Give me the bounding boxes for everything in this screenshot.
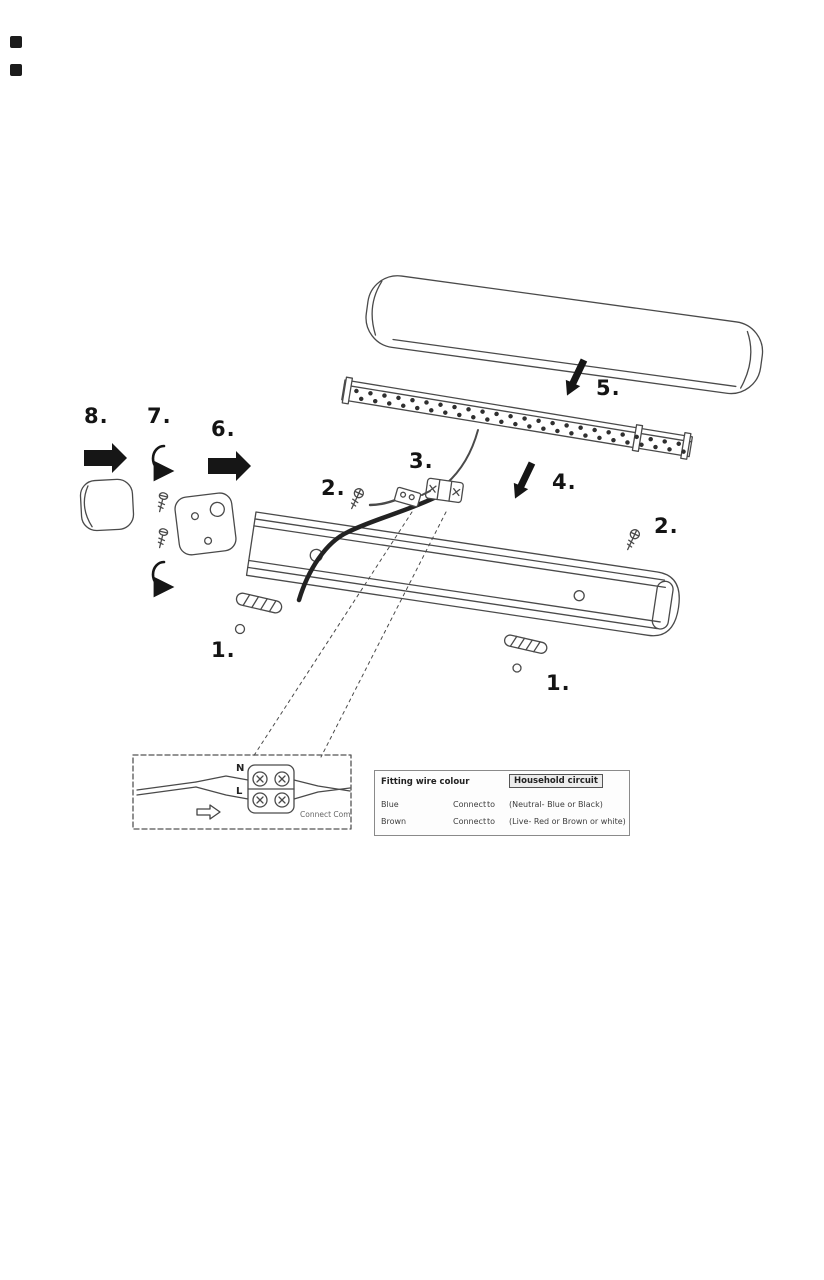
screw-hole — [573, 590, 585, 602]
scan-artifact — [10, 36, 22, 48]
screw-hole-mark — [512, 663, 522, 673]
step-label-5: 5. — [596, 376, 621, 400]
mount-plate — [174, 492, 237, 556]
arrow-step8-icon — [84, 443, 127, 473]
plug-lead — [368, 497, 400, 507]
led-row — [354, 388, 689, 448]
arrow-step4-icon — [513, 461, 536, 499]
table-cell-to: to — [487, 817, 496, 826]
step-label-2-left: 2. — [321, 476, 346, 500]
cover-end-curve — [740, 330, 752, 389]
board-clip — [341, 376, 354, 405]
wiring-table: Fitting wire colour Household circuit Bl… — [374, 770, 630, 836]
inset-wire-n — [195, 775, 249, 783]
channel-end-cap — [651, 580, 674, 630]
diffuser-cover — [365, 275, 764, 395]
neutral-terminal-label: N — [236, 763, 245, 774]
scan-artifact — [10, 64, 22, 76]
led-row — [358, 396, 688, 455]
screw-step2-right — [626, 529, 640, 551]
step-label-4: 4. — [552, 470, 577, 494]
rotate-arrow-bottom-icon — [151, 560, 175, 598]
terminal-connector — [393, 477, 464, 508]
inset-wire-out2 — [293, 787, 351, 800]
step-label-7: 7. — [147, 404, 172, 428]
wall-plug-right — [503, 634, 548, 654]
table-cell-connect: Connect — [453, 800, 487, 809]
inset-border — [132, 754, 352, 830]
table-cell-household: (Neutral- Blue or Black) — [509, 800, 603, 809]
inset-direction-arrow-icon — [196, 804, 221, 820]
step-label-6: 6. — [211, 417, 236, 441]
step-label-8: 8. — [84, 404, 109, 428]
screw-small-top — [157, 492, 169, 513]
table-cell-colour: Blue — [381, 800, 399, 809]
table-cell-household: (Live- Red or Brown or white) — [509, 817, 626, 826]
table-cell-colour: Brown — [381, 817, 407, 826]
step-label-1-left: 1. — [211, 638, 236, 662]
power-cord — [296, 495, 437, 603]
step-label-1-right: 1. — [546, 671, 571, 695]
cover-open-edge — [371, 280, 383, 336]
inset-cable-left — [136, 781, 197, 796]
arrow-step6-icon — [208, 451, 251, 481]
screw-small-bottom — [157, 528, 169, 549]
led-board — [341, 376, 694, 460]
body-channel — [245, 511, 680, 637]
board-cable — [445, 429, 479, 485]
inset-wire-l — [195, 786, 249, 800]
end-cap — [79, 478, 135, 532]
cover-rim-line — [392, 338, 737, 388]
step-label-3: 3. — [409, 449, 434, 473]
screw-step2-left — [350, 488, 364, 510]
table-cell-connect: Connect — [453, 817, 487, 826]
live-terminal-label: L — [236, 786, 243, 797]
rotate-arrow-top-icon — [151, 444, 175, 482]
step-label-2-right: 2. — [654, 514, 679, 538]
inset-connector-block — [247, 764, 295, 814]
leader-line-left — [252, 511, 413, 758]
arrow-step5-icon — [565, 358, 588, 396]
table-cell-to: to — [487, 800, 496, 809]
inset-caption: Connect Com — [300, 810, 351, 819]
table-header-household: Household circuit — [509, 774, 603, 788]
wiring-inset — [132, 754, 352, 830]
screw-hole-mark — [234, 623, 246, 635]
table-header-fitting: Fitting wire colour — [381, 777, 470, 787]
wall-plug-left — [235, 592, 283, 614]
